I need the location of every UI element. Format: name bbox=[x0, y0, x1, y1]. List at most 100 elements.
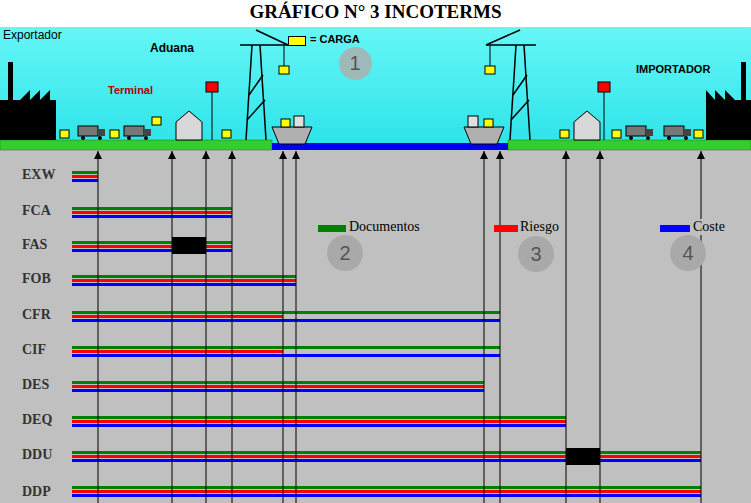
cargo-box bbox=[152, 117, 161, 125]
risk-bar bbox=[72, 175, 98, 178]
legend-label: Documentos bbox=[348, 219, 421, 235]
documents-bar bbox=[72, 346, 500, 349]
cost-bar bbox=[72, 354, 500, 357]
callout-circle: 4 bbox=[670, 235, 706, 271]
customs-flag bbox=[598, 82, 610, 92]
cost-bar bbox=[72, 459, 701, 462]
row-label: CFR bbox=[22, 307, 51, 323]
callout-number: 3 bbox=[530, 243, 541, 265]
risk-bar bbox=[72, 385, 484, 388]
truck-wheel bbox=[98, 136, 102, 140]
documents-bar bbox=[72, 171, 98, 174]
transfer-line bbox=[296, 151, 297, 503]
crane-brace bbox=[249, 75, 263, 95]
ship-cabin bbox=[294, 116, 304, 127]
risk-bar bbox=[72, 279, 296, 282]
customs-house bbox=[176, 111, 202, 140]
legend-label: Riesgo bbox=[519, 219, 560, 235]
crane-brace bbox=[511, 100, 529, 120]
exporter-factory bbox=[0, 62, 56, 140]
legend-label: Coste bbox=[692, 219, 726, 235]
customs-gap-box bbox=[566, 448, 600, 465]
crane-rope bbox=[490, 45, 491, 66]
documents-bar bbox=[72, 451, 701, 454]
crane-stay bbox=[256, 30, 288, 45]
flag-pole bbox=[604, 92, 605, 140]
crane-leg bbox=[524, 45, 530, 140]
risk-bar bbox=[72, 420, 566, 423]
crane-stay bbox=[486, 30, 520, 45]
transfer-line bbox=[484, 151, 485, 503]
documents-bar bbox=[72, 207, 232, 210]
crane-brace bbox=[247, 100, 265, 120]
land-strip bbox=[508, 140, 751, 150]
truck-wheel bbox=[646, 136, 650, 140]
ship-hull bbox=[464, 127, 504, 144]
callout-number: 1 bbox=[349, 52, 360, 74]
truck-cab bbox=[98, 129, 105, 136]
row-label: CIF bbox=[22, 342, 46, 358]
documents-bar bbox=[72, 486, 701, 489]
transfer-line bbox=[283, 151, 284, 503]
cargo-box bbox=[281, 119, 290, 127]
ship-hull bbox=[272, 127, 312, 144]
row-label: DDU bbox=[22, 447, 52, 463]
land-strip bbox=[0, 140, 272, 150]
responsibility-bars bbox=[72, 171, 701, 497]
customs-gap-box bbox=[172, 237, 206, 254]
cost-bar bbox=[72, 389, 484, 392]
truck-cab bbox=[646, 129, 653, 136]
ship-cabin bbox=[468, 116, 478, 127]
risk-bar bbox=[72, 211, 232, 214]
legend-swatch bbox=[318, 225, 346, 232]
truck-cab bbox=[144, 129, 151, 136]
title-ground bbox=[0, 0, 751, 27]
row-label: FOB bbox=[22, 271, 51, 287]
cargo-box bbox=[612, 130, 621, 138]
cargo-box bbox=[222, 130, 231, 138]
cargo-box bbox=[485, 66, 495, 74]
transfer-line bbox=[500, 151, 501, 503]
truck-cab bbox=[684, 129, 691, 136]
cargo-box bbox=[110, 130, 119, 138]
risk-bar bbox=[72, 315, 283, 318]
transfer-line bbox=[98, 151, 99, 503]
documents-bar bbox=[72, 241, 232, 244]
truck bbox=[78, 126, 105, 140]
party-label: IMPORTADOR bbox=[636, 63, 710, 76]
truck-body bbox=[664, 126, 684, 136]
cost-bar bbox=[72, 424, 566, 427]
customs-house bbox=[574, 111, 600, 140]
legend-swatch bbox=[494, 225, 518, 232]
callout-number: 4 bbox=[682, 242, 693, 264]
transfer-line bbox=[232, 151, 233, 503]
risk-bar bbox=[72, 350, 283, 353]
truck-body bbox=[124, 126, 144, 136]
cargo-box bbox=[279, 66, 289, 74]
cargo-box bbox=[694, 130, 703, 138]
crane-rope bbox=[284, 45, 285, 66]
importer-factory bbox=[706, 62, 751, 140]
place-label: Aduana bbox=[150, 42, 194, 56]
place-label: Terminal bbox=[108, 84, 153, 97]
truck bbox=[124, 126, 151, 140]
crane-boom bbox=[486, 44, 536, 46]
row-label: FCA bbox=[22, 203, 51, 219]
truck bbox=[664, 126, 691, 140]
truck-wheel bbox=[144, 136, 148, 140]
callout-number: 2 bbox=[339, 242, 350, 264]
documents-bar bbox=[72, 311, 500, 314]
row-label: DES bbox=[22, 377, 49, 393]
chart-title: GRÁFICO N° 3 INCOTERMS bbox=[0, 1, 751, 23]
documents-bar bbox=[72, 275, 296, 278]
risk-bar bbox=[72, 490, 701, 493]
crane bbox=[486, 30, 536, 140]
risk-bar bbox=[72, 455, 701, 458]
transfer-line bbox=[206, 151, 207, 503]
grey-ground bbox=[0, 150, 751, 503]
documents-bar bbox=[72, 416, 566, 419]
callout-circle: 2 bbox=[327, 235, 363, 271]
truck-wheel bbox=[127, 136, 131, 140]
callout-circle: 3 bbox=[518, 236, 554, 272]
